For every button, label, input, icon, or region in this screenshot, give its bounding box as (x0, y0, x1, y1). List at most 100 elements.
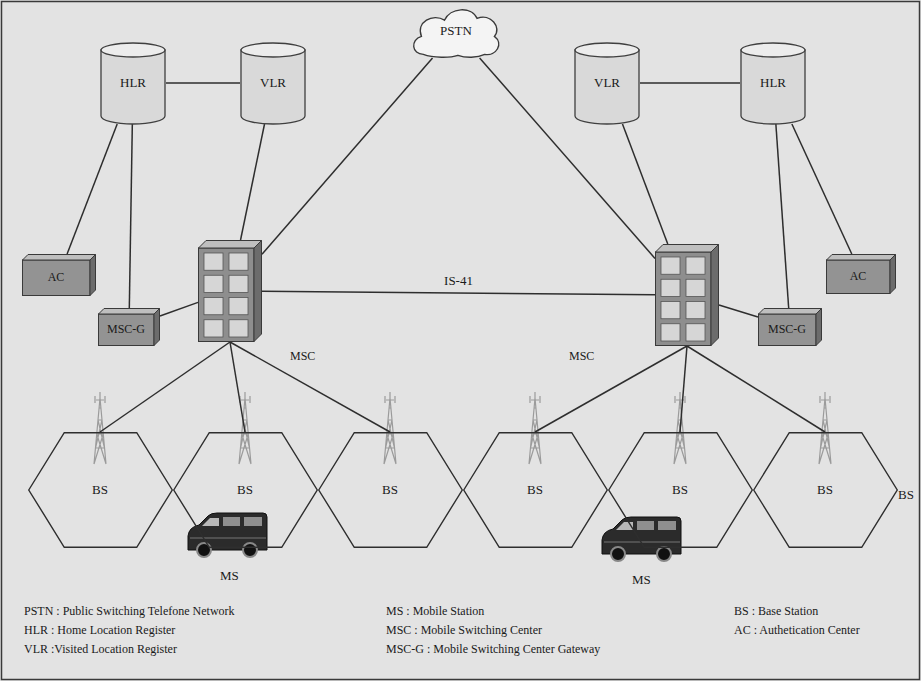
van-picture (188, 513, 267, 557)
van-wheel (197, 543, 211, 557)
box-top (23, 255, 96, 261)
link-line (100, 342, 230, 432)
register-cylinder: VLR (240, 42, 306, 124)
van-wheel (243, 543, 257, 557)
node-label: BS (237, 483, 253, 498)
van-window (658, 521, 676, 530)
van-stripe (190, 538, 266, 539)
antenna-tower (384, 392, 396, 464)
node-label: BS (817, 483, 833, 498)
box-top (99, 309, 160, 315)
node-body: BS (173, 432, 318, 548)
cylinder-body (241, 50, 305, 124)
cell-hexagon: BS (463, 432, 608, 548)
node-body: HLR (100, 42, 166, 124)
van-window (223, 517, 240, 526)
hexagon-outline (318, 433, 462, 548)
node-label: AC (48, 271, 65, 285)
node-body: HLR (740, 42, 806, 124)
cabinet-panel (661, 302, 680, 319)
link-line (535, 346, 687, 432)
cell-hexagon: BS (28, 432, 173, 548)
node-label: HLR (760, 76, 786, 91)
node-body: AC (826, 260, 890, 294)
station-tag: MS (632, 573, 651, 588)
box-side (711, 245, 719, 346)
box-top (827, 255, 896, 261)
box-side (890, 255, 896, 294)
link-line (230, 342, 390, 432)
box-front (759, 314, 817, 346)
cylinder-top (575, 43, 639, 57)
box-top (656, 245, 719, 253)
switch-cabinet: MSC (655, 244, 719, 346)
cabinet-panel (686, 279, 705, 296)
node-label: BS (92, 483, 108, 498)
cylinder-body (101, 50, 165, 124)
cylinder-body (741, 50, 805, 124)
box-front (99, 314, 155, 346)
switch-cabinet: MSC (198, 240, 262, 342)
cylinder-top (741, 43, 805, 57)
link-line (262, 291, 655, 294)
register-cylinder: VLR (574, 42, 640, 124)
legend-note: MSC-G : Mobile Switching Center Gateway (386, 643, 600, 657)
box-top (759, 309, 822, 315)
van-window (202, 518, 219, 526)
antenna-tower (94, 392, 106, 464)
link-line (622, 124, 667, 244)
cylinder-top (101, 43, 165, 57)
cabinet-panel (661, 324, 680, 341)
node-body: BS (28, 432, 173, 548)
cabinet-panel (204, 253, 223, 270)
node-label: BS (672, 483, 688, 498)
van-picture (602, 517, 681, 561)
cell-hexagon: BS (753, 432, 898, 548)
node-body: VLR (574, 42, 640, 124)
legend-note: PSTN : Public Switching Telefone Network (24, 605, 235, 619)
node-body: AC (22, 260, 90, 296)
link-line (640, 82, 740, 84)
node-label: MSC-G (107, 323, 145, 337)
node-label: MSC-G (768, 323, 806, 337)
node-body: BS (318, 432, 463, 548)
node-label: VLR (594, 76, 620, 91)
cell-hexagon: BS (173, 432, 318, 548)
cabinet-panel (686, 302, 705, 319)
hexagon-outline (608, 433, 752, 548)
cabinet-panel (204, 320, 223, 337)
node-label: HLR (120, 76, 146, 91)
van-stripe (604, 542, 680, 543)
node-label: MSC (569, 350, 594, 364)
antenna-tower (529, 392, 541, 464)
hexagon-outline (753, 433, 897, 548)
link-line (776, 124, 789, 308)
legend-note: MSC : Mobile Switching Center (386, 624, 542, 638)
node-body: BS (608, 432, 753, 548)
cloud-network: PSTN (408, 4, 504, 58)
node-label: PSTN (440, 24, 472, 39)
box-side (154, 309, 160, 346)
node-label: AC (850, 270, 867, 284)
node-body: BS (753, 432, 898, 548)
node-label: MSC (290, 350, 315, 364)
cell-hexagon: BS (608, 432, 753, 548)
link-line (792, 124, 852, 254)
box-front (827, 260, 891, 294)
cylinder-top (241, 43, 305, 57)
cylinder-body (575, 50, 639, 124)
cabinet-panel (661, 279, 680, 296)
node-body: PSTN (408, 4, 504, 58)
van-window (244, 517, 262, 526)
hexagon-outline (173, 433, 317, 548)
gateway-box: MSC-G (758, 308, 822, 346)
van-wheel (657, 547, 671, 561)
legend-note: HLR : Home Location Register (24, 624, 175, 638)
cabinet-panel (229, 320, 248, 337)
cabinet-panel (229, 275, 248, 292)
node-label: VLR (260, 76, 286, 91)
cabinet-panel (661, 257, 680, 274)
link-line (160, 302, 198, 316)
